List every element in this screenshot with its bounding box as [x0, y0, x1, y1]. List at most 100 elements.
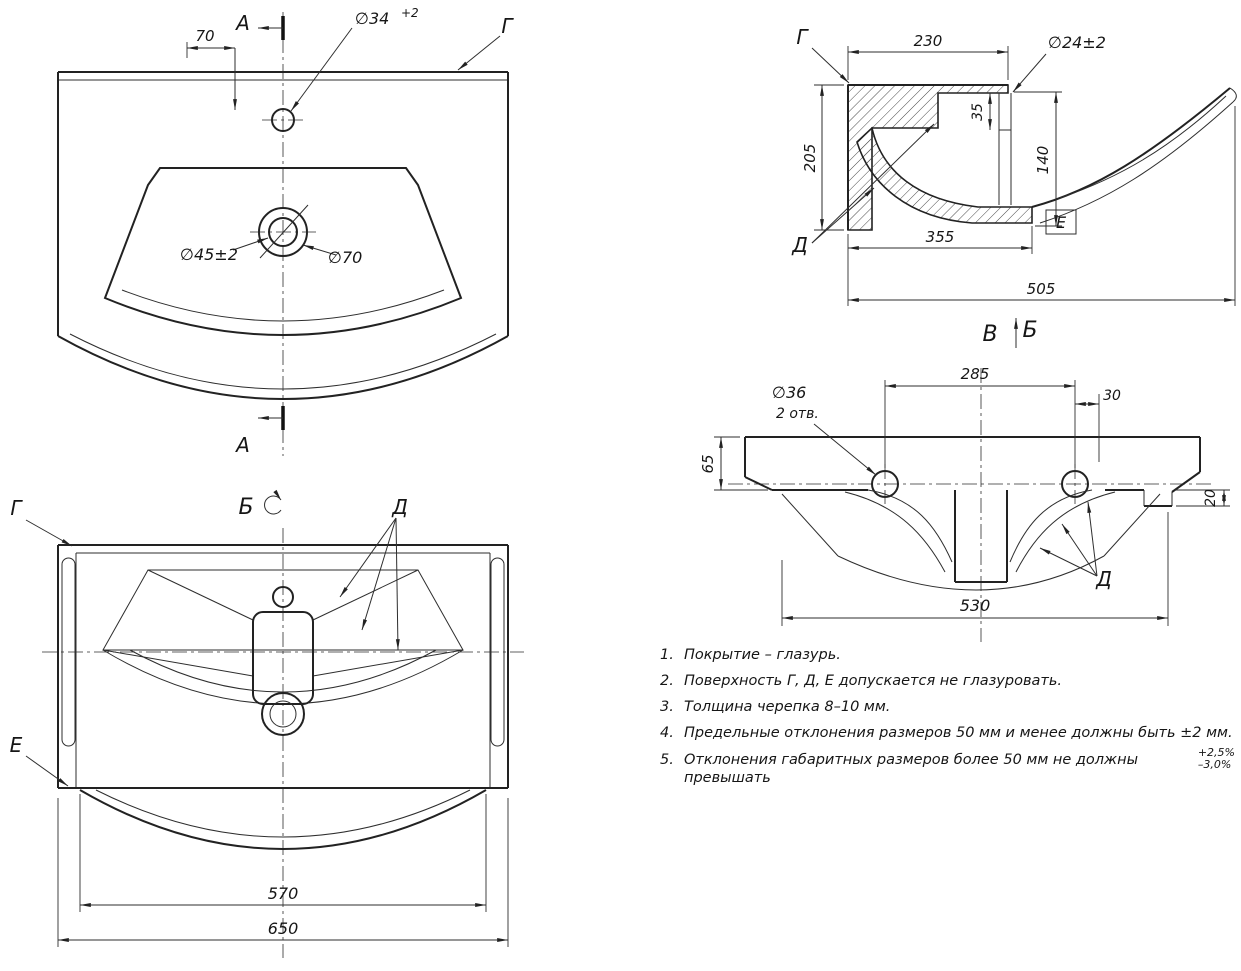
note-item-1: 1. Покрытие – глазурь. — [660, 646, 1235, 664]
bottom-dim-650 — [57, 798, 509, 947]
plan-view: А А 70 ∅34 +2 Г ∅45±2 ∅70 — [57, 6, 514, 457]
section-view: Е 230 ∅24±2 205 35 140 3 — [791, 25, 1237, 348]
note-item-2: 2. Поверхность Г, Д, Е допускается не гл… — [660, 672, 1235, 690]
note-number: 3. — [660, 699, 674, 716]
plan-faucet-dia-text: ∅34 — [355, 9, 389, 28]
bottom-surface-g-leader — [25, 519, 73, 547]
rear-dim-285 — [884, 380, 1076, 468]
section-surface-g-text: Г — [796, 25, 809, 49]
tolerance-minus: –3,0% — [1197, 758, 1232, 772]
section-dim-140 — [1014, 91, 1062, 227]
plan-drain-inner-leader — [232, 237, 269, 251]
section-overflow-dia-text: ∅24±2 — [1048, 33, 1106, 52]
bottom-dim-570-text: 570 — [268, 884, 299, 903]
rear-dim-530-text: 530 — [960, 596, 991, 615]
bottom-right-slot — [490, 557, 505, 747]
rear-dim-65 — [714, 436, 768, 491]
rear-dim-65-text: 65 — [699, 454, 717, 473]
plan-dim-70 — [186, 42, 237, 110]
rear-dim-530 — [781, 512, 1169, 626]
bottom-surface-d-leaders — [339, 517, 400, 651]
note-item-3: 3. Толщина черепка 8–10 мм. — [660, 698, 1235, 716]
plan-faucet-dia-leader — [290, 27, 353, 112]
section-dim-505-text: 505 — [1027, 280, 1056, 298]
rear-underside-curves — [781, 489, 1161, 591]
bottom-dim-650-text: 650 — [268, 919, 299, 938]
note-text: Предельные отклонения размеров 50 мм и м… — [684, 725, 1233, 742]
rear-mount-hole-count-text: 2 отв. — [776, 406, 819, 422]
bottom-body-outline — [57, 544, 509, 850]
note-item-5: 5. Отклонения габаритных размеров более … — [660, 746, 1235, 787]
note-number: 5. — [660, 751, 674, 768]
tolerance-plus: +2,5% — [1197, 745, 1235, 759]
section-surface-d-text: Д — [791, 233, 808, 257]
rear-mount-hole-dia-text: ∅36 — [772, 383, 806, 402]
section-surface-e-text: Е — [1056, 213, 1067, 232]
bottom-drain-boss — [252, 611, 314, 705]
view-letter-v: В — [982, 322, 997, 347]
view-arrow-letter-b: Б — [1022, 318, 1037, 343]
section-surface-d-leaders — [811, 123, 935, 244]
note-tolerance-stack: +2,5% –3,0% — [1197, 745, 1235, 772]
rear-surface-d-leaders — [1039, 501, 1098, 577]
section-dim-35-text: 35 — [970, 103, 986, 121]
bottom-left-slot — [61, 557, 76, 747]
bottom-view: Б Г — [10, 489, 524, 958]
bottom-surface-d-text: Д — [391, 495, 408, 519]
plan-drain-inner-text: ∅45±2 — [180, 245, 238, 264]
bottom-dim-570 — [79, 794, 487, 912]
plan-faucet-dia-tolerance: +2 — [401, 6, 419, 20]
section-letter-bottom: А — [234, 433, 250, 457]
section-dim-205-text: 205 — [801, 144, 819, 173]
section-dim-230 — [847, 46, 1009, 80]
section-dim-205 — [814, 84, 844, 231]
plan-surface-g-text: Г — [501, 14, 514, 38]
bottom-drain-inner — [269, 700, 297, 728]
plan-drain-slash — [259, 204, 309, 259]
bottom-underside-structure — [102, 569, 464, 736]
rear-dim-30-text: 30 — [1103, 388, 1121, 404]
plan-section-mark-top — [258, 16, 285, 40]
bottom-surface-e-leader — [25, 755, 69, 787]
section-dim-230-text: 230 — [914, 32, 943, 50]
rear-view: 285 30 ∅36 2 отв. 65 20 Д — [699, 365, 1230, 642]
section-front-rim-curves — [1031, 87, 1237, 224]
note-number: 2. — [660, 673, 674, 690]
section-letter-top: А — [234, 11, 250, 35]
section-dim-140-text: 140 — [1034, 146, 1052, 175]
rear-body-outline — [744, 436, 1201, 507]
note-text: Отклонения габаритных размеров более 50 … — [684, 751, 1139, 786]
technical-notes: 1. Покрытие – глазурь. 2. Поверхность Г,… — [660, 646, 1235, 795]
note-item-4: 4. Предельные отклонения размеров 50 мм … — [660, 724, 1235, 742]
rotated-view-icon — [264, 489, 282, 515]
note-text: Покрытие – глазурь. — [684, 647, 841, 663]
plan-drain-outer-leader — [302, 244, 337, 256]
section-dim-355-text: 355 — [926, 228, 955, 246]
section-surface-e-box — [1045, 209, 1077, 235]
rear-drain-block — [954, 490, 1008, 583]
plan-drain-hole — [250, 204, 316, 259]
section-overflow-dia-leader — [1012, 53, 1047, 93]
plan-surface-g-leader — [457, 35, 501, 71]
rear-dim-30 — [1075, 394, 1100, 462]
note-text: Толщина черепка 8–10 мм. — [684, 699, 891, 716]
section-surface-g-leader — [811, 47, 850, 84]
rear-dim-20 — [1176, 489, 1230, 507]
note-number: 4. — [660, 725, 674, 742]
bottom-view-letter: Б — [238, 495, 253, 520]
rear-dim-20-text: 20 — [1203, 489, 1219, 507]
bottom-faucet-hole — [272, 586, 294, 608]
bottom-surface-e-text: Е — [10, 733, 23, 757]
plan-body-outline — [57, 71, 509, 400]
plan-dim-70-text: 70 — [195, 27, 214, 45]
section-overflow-tube — [998, 93, 1012, 205]
bottom-surface-g-text: Г — [10, 496, 23, 520]
section-dim-355 — [847, 226, 1033, 306]
note-number: 1. — [660, 647, 674, 663]
rear-mount-hole-leader — [813, 423, 877, 476]
note-text: Поверхность Г, Д, Е допускается не глазу… — [684, 673, 1062, 690]
plan-basin-opening — [103, 167, 463, 336]
section-dim-505 — [848, 106, 1236, 306]
